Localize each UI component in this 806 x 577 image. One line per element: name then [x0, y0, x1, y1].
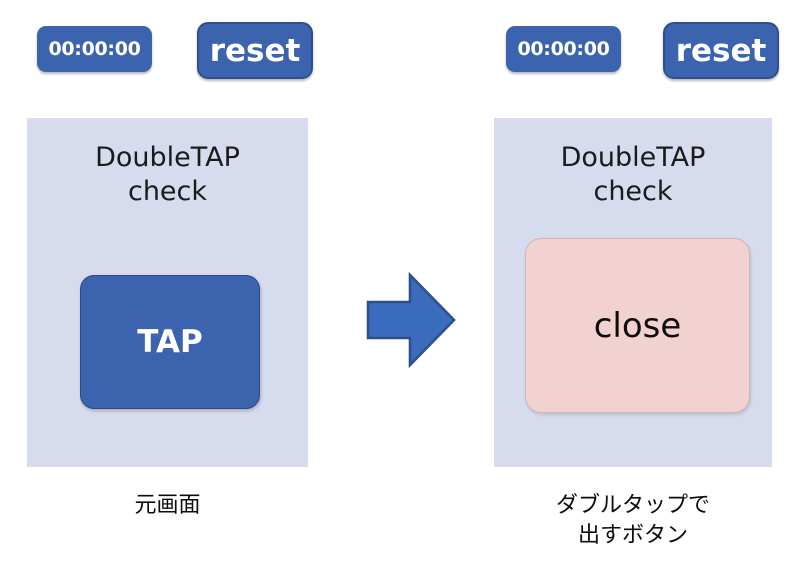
- close-button[interactable]: close: [525, 238, 750, 413]
- timer-display-right[interactable]: 00:00:00: [506, 26, 621, 72]
- caption-doubletap-button: ダブルタップで 出すボタン: [555, 493, 710, 548]
- tap-button[interactable]: TAP: [80, 275, 260, 409]
- reset-button-right[interactable]: reset: [663, 22, 779, 79]
- panel-title-left: DoubleTAP check: [95, 142, 240, 207]
- caption-original-screen: 元画面: [134, 493, 201, 518]
- panel-title-right: DoubleTAP check: [560, 142, 706, 207]
- timer-display-left[interactable]: 00:00:00: [37, 26, 152, 72]
- reset-button-left[interactable]: reset: [197, 22, 313, 79]
- right-arrow-icon: [366, 271, 456, 369]
